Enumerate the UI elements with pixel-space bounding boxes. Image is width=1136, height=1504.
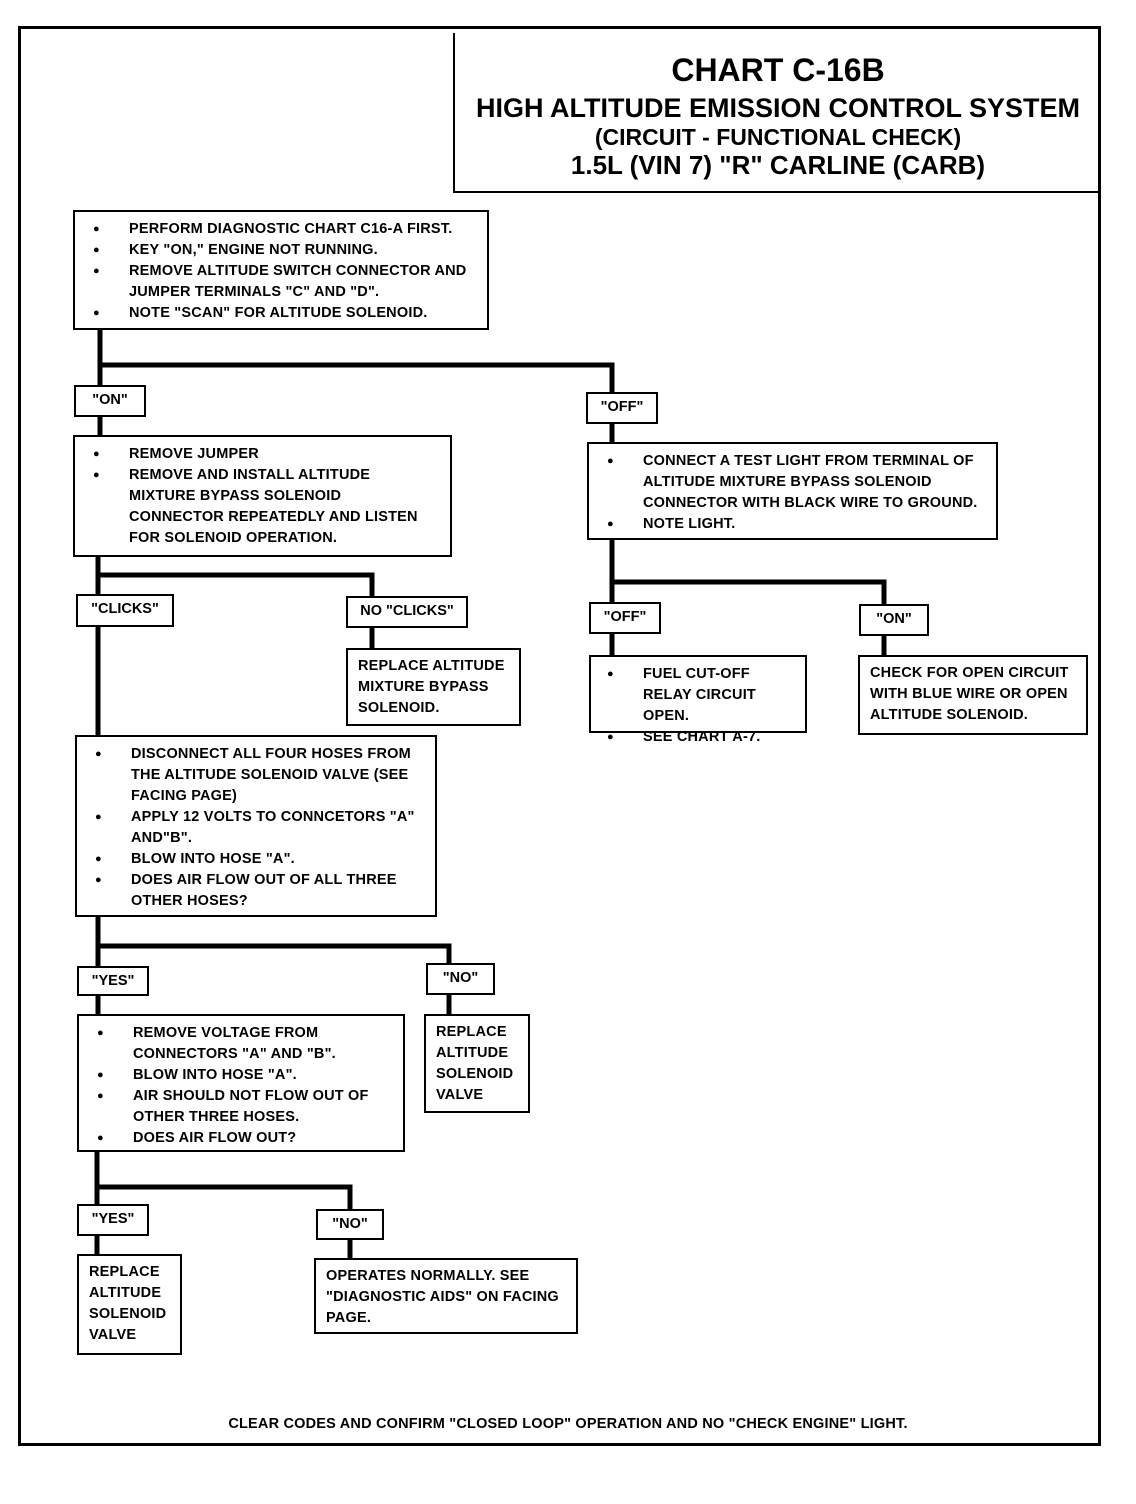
check-title: (CIRCUIT - FUNCTIONAL CHECK) [594, 124, 962, 150]
start-step: KEY "ON," ENGINE NOT RUNNING. [93, 240, 477, 261]
final-yes-line: REPLACE [89, 1264, 160, 1280]
footer-note: CLEAR CODES AND CONFIRM "CLOSED LOOP" OP… [228, 1416, 908, 1432]
final-no-label: "NO" [316, 1209, 384, 1240]
flow-yes-step: BLOW INTO HOSE "A". [97, 1065, 395, 1086]
light-off-label: "OFF" [589, 602, 661, 634]
flow-no-line: VALVE [436, 1087, 484, 1103]
title-block: CHART C-16B HIGH ALTITUDE EMISSION CONTR… [453, 33, 1101, 193]
clicks-step: APPLY 12 VOLTS TO CONNCETORS "A" AND"B". [95, 807, 425, 849]
clicks-step: DISCONNECT ALL FOUR HOSES FROM THE ALTIT… [95, 744, 425, 807]
connector-start [97, 327, 615, 395]
final-yes-line: SOLENOID [89, 1306, 167, 1322]
flow-no-line: SOLENOID [436, 1066, 514, 1082]
light-off-step: SEE CHART A-7. [607, 727, 797, 748]
scan-off-step: CONNECT A TEST LIGHT FROM TERMINAL OF AL… [607, 451, 986, 514]
start-step-box: PERFORM DIAGNOSTIC CHART C16-A FIRST. KE… [73, 210, 489, 330]
scan-off-box: CONNECT A TEST LIGHT FROM TERMINAL OF AL… [587, 442, 998, 540]
scan-off-label: "OFF" [586, 392, 658, 424]
page-border [18, 26, 1101, 1446]
final-yes-label: "YES" [77, 1204, 149, 1236]
connector-off-branch [609, 537, 887, 605]
chart-title: CHART C-16B [671, 52, 885, 88]
start-step: REMOVE ALTITUDE SWITCH CONNECTOR AND JUM… [93, 261, 477, 303]
final-yes-line: ALTITUDE [89, 1285, 162, 1301]
connector-final-branch [94, 1149, 353, 1212]
scan-on-step: REMOVE AND INSTALL ALTITUDE MIXTURE BYPA… [93, 465, 440, 549]
flow-no-line: ALTITUDE [436, 1045, 509, 1061]
light-off-box: FUEL CUT-OFF RELAY CIRCUIT OPEN. SEE CHA… [589, 655, 807, 748]
scan-on-box: REMOVE JUMPER REMOVE AND INSTALL ALTITUD… [73, 435, 452, 557]
flow-yes-box: REMOVE VOLTAGE FROM CONNECTORS "A" AND "… [77, 1014, 405, 1152]
clicks-label: "CLICKS" [76, 594, 174, 627]
light-on-label: "ON" [859, 604, 929, 636]
connector-flow-branch [95, 914, 452, 966]
scan-on-label: "ON" [74, 385, 146, 417]
final-yes-line: VALVE [89, 1327, 137, 1343]
flow-no-action: REPLACE ALTITUDE SOLENOID VALVE [424, 1014, 530, 1113]
clicks-step: DOES AIR FLOW OUT OF ALL THREE OTHER HOS… [95, 870, 425, 912]
scan-on-step: REMOVE JUMPER [93, 444, 440, 465]
no-clicks-action: REPLACE ALTITUDE MIXTURE BYPASS SOLENOID… [346, 648, 521, 726]
clicks-box: DISCONNECT ALL FOUR HOSES FROM THE ALTIT… [75, 735, 437, 917]
light-off-step: FUEL CUT-OFF RELAY CIRCUIT OPEN. [607, 664, 797, 727]
flow-no-label: "NO" [426, 963, 495, 995]
light-on-action: CHECK FOR OPEN CIRCUIT WITH BLUE WIRE OR… [858, 655, 1088, 735]
final-yes-action: REPLACE ALTITUDE SOLENOID VALVE [77, 1254, 182, 1355]
engine-title: 1.5L (VIN 7) "R" CARLINE (CARB) [570, 150, 986, 180]
start-step: PERFORM DIAGNOSTIC CHART C16-A FIRST. [93, 219, 477, 240]
scan-off-step: NOTE LIGHT. [607, 514, 986, 535]
flow-yes-step: REMOVE VOLTAGE FROM CONNECTORS "A" AND "… [97, 1023, 395, 1065]
flow-yes-step: AIR SHOULD NOT FLOW OUT OF OTHER THREE H… [97, 1086, 395, 1128]
system-title: HIGH ALTITUDE EMISSION CONTROL SYSTEM [475, 93, 1081, 123]
final-no-action: OPERATES NORMALLY. SEE "DIAGNOSTIC AIDS"… [314, 1258, 578, 1334]
start-step: NOTE "SCAN" FOR ALTITUDE SOLENOID. [93, 303, 477, 324]
flow-no-line: REPLACE [436, 1024, 507, 1040]
flow-yes-label: "YES" [77, 966, 149, 996]
flow-yes-step: DOES AIR FLOW OUT? [97, 1128, 395, 1149]
no-clicks-label: NO "CLICKS" [346, 596, 468, 628]
connector-on-branch [95, 554, 375, 599]
clicks-step: BLOW INTO HOSE "A". [95, 849, 425, 870]
